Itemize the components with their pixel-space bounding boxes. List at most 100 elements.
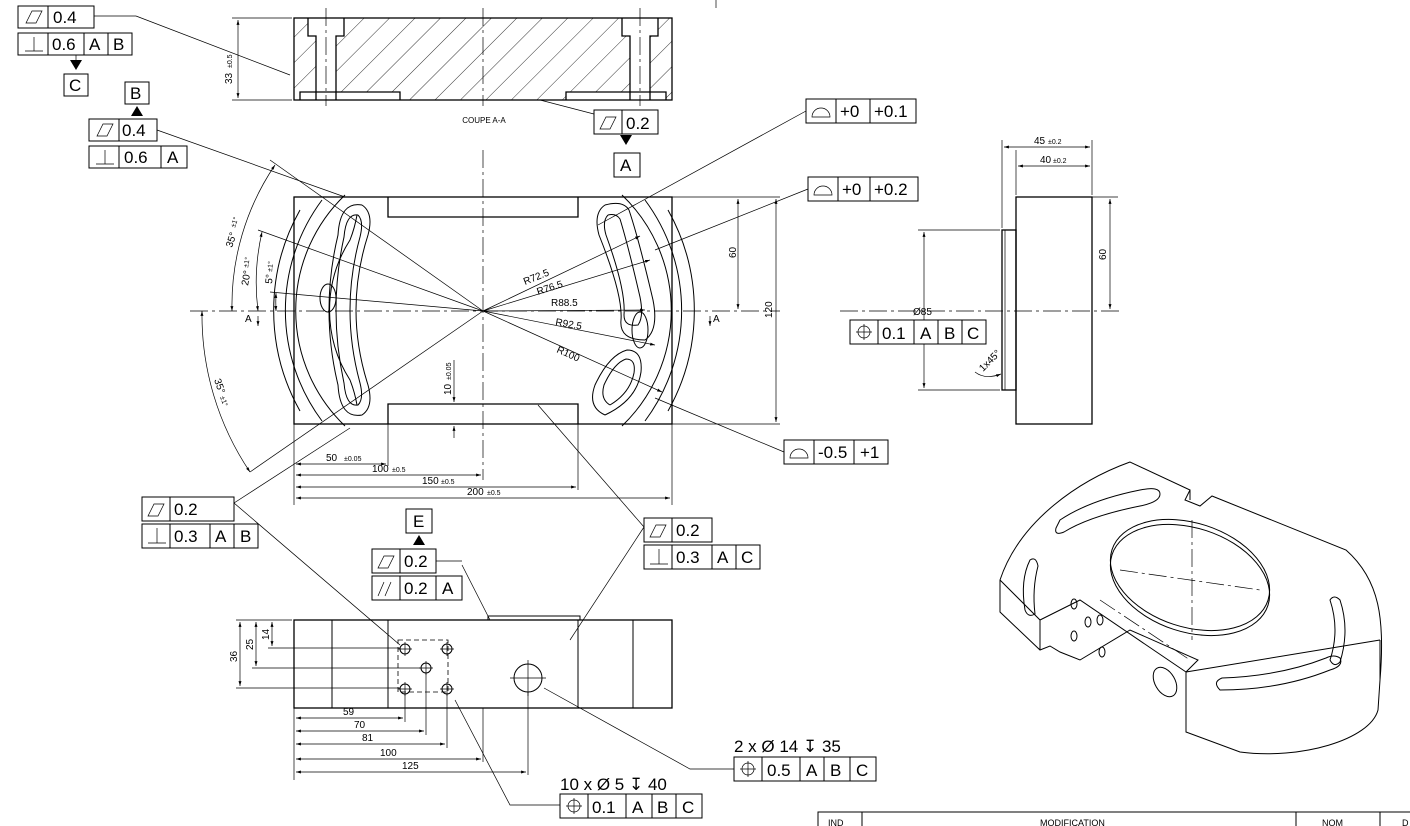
fcf-profile-3: -0.5 +1 [783, 439, 889, 465]
svg-text:0.4: 0.4 [122, 121, 146, 140]
svg-text:0.2: 0.2 [174, 500, 198, 519]
front-view: 36 25 14 59 70 81 100 125 [229, 615, 673, 780]
svg-text:A: A [215, 527, 227, 546]
svg-text:+0.2: +0.2 [874, 180, 908, 199]
dim-60: 60 [728, 246, 739, 258]
svg-text:-0.5: -0.5 [818, 443, 847, 462]
dim-45: 45 [1034, 136, 1046, 147]
section-marker-right: A [713, 314, 720, 325]
dim-diameter-85: Ø85 [913, 307, 932, 318]
dim-14: 14 [261, 628, 272, 640]
dim-100: 100 [372, 464, 389, 475]
dim-60-side: 60 [1098, 248, 1109, 260]
dim-section-height-tol: ±0.5 [227, 54, 234, 68]
dim-section-height: 33 [224, 72, 235, 84]
svg-text:+0.1: +0.1 [874, 102, 908, 121]
svg-text:±0.5: ±0.5 [441, 479, 455, 486]
fcf-position-2x14: 2 x Ø 14 ↧ 35 0.5 A B C [733, 737, 877, 782]
svg-text:B: B [240, 527, 251, 546]
svg-text:B: B [113, 35, 124, 54]
svg-text:A: A [806, 761, 818, 780]
svg-text:A: A [920, 324, 932, 343]
svg-text:0.6: 0.6 [52, 35, 76, 54]
isometric-view [999, 461, 1383, 755]
svg-text:±1°: ±1° [242, 256, 252, 268]
fcf-section-flatness: 0.2 A [593, 109, 659, 178]
svg-text:±1°: ±1° [266, 261, 275, 272]
isometric-centerlines [1099, 520, 1261, 661]
svg-text:A: A [89, 35, 101, 54]
svg-text:E: E [413, 512, 424, 531]
dim-70: 70 [354, 720, 366, 731]
title-col-d: D [1402, 818, 1409, 826]
svg-text:0.6: 0.6 [124, 148, 148, 167]
fcf-right-lower: 0.2 0.3 A C [643, 517, 761, 570]
svg-text:±0.2: ±0.2 [1053, 158, 1067, 165]
svg-text:±0.2: ±0.2 [1048, 139, 1062, 146]
dim-40: 40 [1040, 155, 1052, 166]
svg-text:±0.5: ±0.5 [392, 467, 406, 474]
svg-text:C: C [856, 761, 868, 780]
svg-text:A: A [167, 148, 179, 167]
svg-text:A: A [632, 798, 644, 817]
svg-text:C: C [69, 76, 81, 95]
fcf-datum-e: E 0.2 0.2 A [371, 508, 463, 601]
svg-text:0.2: 0.2 [626, 114, 650, 133]
svg-text:A: A [620, 156, 632, 175]
svg-text:A: A [717, 548, 729, 567]
svg-text:B: B [657, 798, 668, 817]
svg-text:+0: +0 [840, 102, 859, 121]
fcf-profile-1: +0 +0.1 [805, 98, 917, 124]
side-view: 45 ±0.2 40 ±0.2 60 Ø85 1x45° [840, 136, 1120, 425]
dim-200: 200 [467, 487, 484, 498]
svg-text:B: B [830, 761, 841, 780]
dim-chamfer: 1x45° [977, 348, 1003, 374]
section-view: 33 ±0.5 COUPE A-A [224, 0, 717, 125]
dim-59: 59 [343, 707, 355, 718]
top-view: R72.5 R76.5 R88.5 R92.5 R100 35° ±1° 20°… [190, 150, 780, 505]
svg-text:C: C [967, 324, 979, 343]
note-2x14: 2 x Ø 14 ↧ 35 [734, 737, 841, 756]
svg-text:±0.05: ±0.05 [446, 362, 453, 380]
svg-text:±1°: ±1° [229, 216, 240, 229]
dim-150: 150 [422, 476, 439, 487]
svg-text:+1: +1 [860, 443, 879, 462]
dim-angle-35: 35° [224, 231, 239, 249]
dim-100-front: 100 [380, 748, 397, 759]
svg-text:±1°: ±1° [218, 395, 229, 408]
dim-r100: R100 [555, 345, 582, 365]
dim-120: 120 [764, 301, 775, 318]
dim-r92: R92.5 [554, 317, 583, 333]
fcf-position-10x5: 10 x Ø 5 ↧ 40 0.1 A B C [559, 775, 703, 819]
dim-r88: R88.5 [551, 298, 578, 309]
title-block: IND MODIFICATION NOM D [817, 811, 1410, 826]
fcf-profile-2: +0 +0.2 [807, 176, 919, 202]
title-col-nom: NOM [1322, 818, 1343, 826]
fcf-datum-b: B 0.4 0.6 A [88, 81, 188, 169]
svg-text:+0: +0 [842, 180, 861, 199]
dim-angle-20: 20° [240, 270, 253, 287]
svg-text:0.3: 0.3 [174, 527, 198, 546]
dim-50: 50 [326, 453, 338, 464]
title-col-ind: IND [828, 818, 844, 826]
svg-text:0.1: 0.1 [882, 324, 906, 343]
dim-36: 36 [229, 650, 240, 662]
svg-text:0.4: 0.4 [53, 8, 77, 27]
svg-text:B: B [130, 84, 141, 103]
svg-text:0.2: 0.2 [676, 521, 700, 540]
svg-text:0.2: 0.2 [404, 579, 428, 598]
svg-text:C: C [741, 548, 753, 567]
svg-text:0.1: 0.1 [592, 798, 616, 817]
section-marker-left: A [245, 314, 252, 325]
svg-text:0.2: 0.2 [404, 552, 428, 571]
svg-text:B: B [944, 324, 955, 343]
svg-text:±0.5: ±0.5 [487, 490, 501, 497]
svg-text:0.5: 0.5 [767, 761, 791, 780]
svg-text:±0.05: ±0.05 [344, 456, 362, 463]
title-col-modification: MODIFICATION [1040, 818, 1105, 826]
fcf-top-left: 0.4 0.6 A B C [17, 5, 136, 97]
section-label: COUPE A-A [462, 116, 506, 125]
fcf-left-lower: 0.2 0.3 A B [141, 496, 259, 549]
dim-81: 81 [362, 733, 374, 744]
